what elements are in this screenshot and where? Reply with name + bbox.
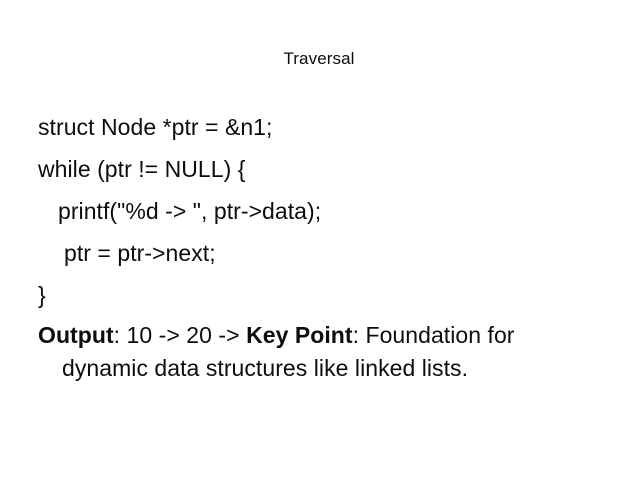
code-line: printf("%d -> ", ptr->data);: [58, 198, 322, 224]
code-line: }: [38, 282, 46, 308]
key-point-label: Key Point: [246, 322, 353, 348]
summary-line: Output: 10 -> 20 -> Key Point: Foundatio…: [38, 319, 598, 385]
slide-body: struct Node *ptr = &n1; while (ptr != NU…: [38, 106, 598, 385]
code-line: while (ptr != NULL) {: [38, 156, 246, 182]
output-value: : 10 -> 20 ->: [113, 322, 247, 348]
page-title: Traversal: [283, 49, 355, 68]
output-label: Output: [38, 322, 114, 348]
key-point-value: : Foundation for dynamic data structures…: [62, 322, 515, 381]
code-line: ptr = ptr->next;: [64, 240, 216, 266]
code-line: struct Node *ptr = &n1;: [38, 114, 273, 140]
